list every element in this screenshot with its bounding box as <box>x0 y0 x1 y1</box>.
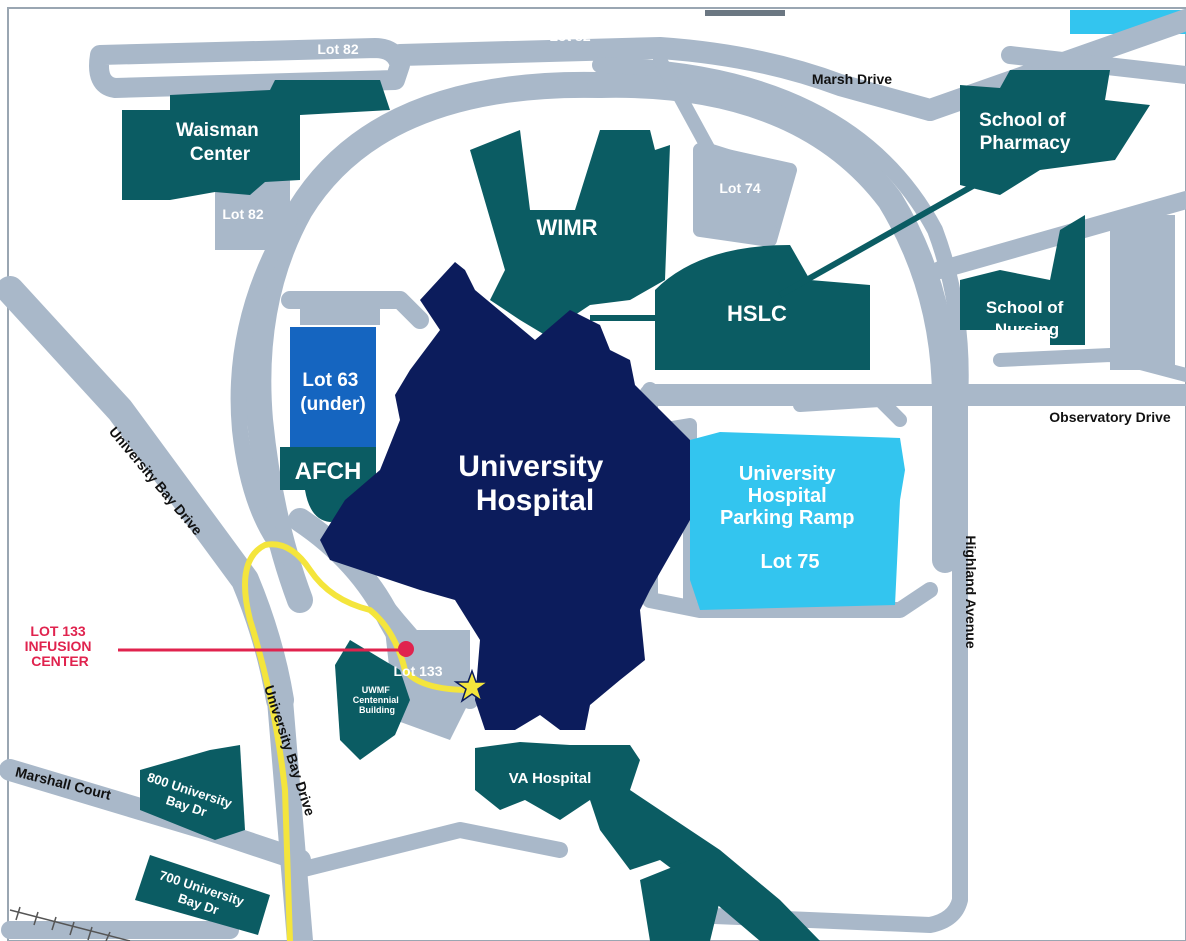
label-lot82-c: Lot 82 <box>222 206 263 222</box>
label-pharmacy: School of Pharmacy <box>979 110 1071 154</box>
label-hslc: HSLC <box>727 301 787 326</box>
label-lot82-a: Lot 82 <box>317 41 358 57</box>
label-observatory-drive: Observatory Drive <box>1049 409 1171 425</box>
label-nursing: School of Nursing <box>986 298 1068 339</box>
route-path <box>242 541 473 941</box>
callout-pin-icon[interactable] <box>398 641 414 657</box>
label-lot133: Lot 133 <box>393 663 442 679</box>
building-700-univ-bay[interactable] <box>135 855 270 935</box>
building-university-hospital[interactable] <box>320 262 690 730</box>
building-800-univ-bay[interactable] <box>140 745 245 840</box>
label-va-hospital: VA Hospital <box>509 770 592 787</box>
buildings <box>122 70 1150 941</box>
label-lot63: Lot 63 (under) <box>300 370 365 415</box>
label-university-hospital: University Hospital <box>458 450 611 517</box>
label-highland-avenue: Highland Avenue <box>963 535 979 649</box>
label-uwmf: UWMF Centennial Building <box>353 685 402 715</box>
label-afch: AFCH <box>295 458 362 485</box>
label-waisman: Waisman Center <box>176 120 264 165</box>
building-uwmf[interactable] <box>335 640 410 760</box>
building-pharmacy[interactable] <box>960 70 1150 195</box>
building-parking-ramp[interactable] <box>690 432 905 610</box>
railway <box>9 906 131 941</box>
label-wimr: WIMR <box>536 215 597 240</box>
building-nursing[interactable] <box>960 215 1085 345</box>
top-edge-marker <box>705 10 785 16</box>
building-hslc[interactable] <box>655 245 870 370</box>
roads <box>0 9 1186 941</box>
building-waisman[interactable] <box>122 80 390 200</box>
label-lot82-b: Lot 82 <box>549 28 590 44</box>
label-marsh-drive: Marsh Drive <box>812 71 892 87</box>
building-va-hospital[interactable] <box>475 742 820 941</box>
destination-star-icon[interactable] <box>453 668 491 703</box>
building-wimr[interactable] <box>470 130 670 335</box>
building-lot63[interactable] <box>290 327 376 447</box>
label-parking-ramp: University Hospital Parking Ramp Lot 75 <box>720 463 860 573</box>
callout-label: LOT 133 INFUSION CENTER <box>25 623 96 669</box>
label-lot74: Lot 74 <box>719 180 760 196</box>
